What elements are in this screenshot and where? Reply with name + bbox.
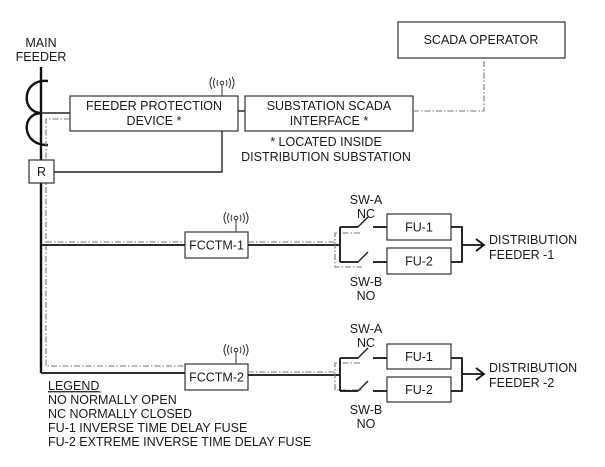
branch1-output-label-line2: FEEDER -1 (489, 248, 554, 262)
branch1-fu1-label: FU-1 (405, 221, 433, 235)
current-transformer-upper (25, 79, 49, 115)
legend-item: NC NORMALLY CLOSED (48, 407, 192, 421)
fcctm1-box[interactable] (184, 231, 249, 259)
branch2-sw-a-blade[interactable] (357, 347, 369, 359)
scada-operator-box[interactable] (397, 21, 566, 59)
antenna-icon (223, 343, 249, 364)
branch2-sw-a-state: NC (357, 336, 375, 350)
branch2-sw-b-blade[interactable] (357, 380, 369, 392)
feeder-protection-device-label-line1: FEEDER PROTECTION (86, 99, 222, 113)
legend-title: LEGEND (48, 379, 99, 393)
legend-item: FU-1 INVERSE TIME DELAY FUSE (48, 421, 247, 435)
branch1-sw-b-blade[interactable] (357, 251, 369, 263)
fcctm2-box[interactable] (184, 363, 249, 391)
branch1-arrow-icon (475, 238, 486, 252)
branch1-sw-a-label: SW-A (350, 193, 383, 207)
substation-scada-interface-label-line1: SUBSTATION SCADA (267, 99, 392, 113)
branch2-sw-b-label: SW-B (350, 403, 382, 417)
branch1-output-bus (451, 226, 463, 263)
relay-label: R (37, 165, 46, 179)
main-feeder-label-line2: FEEDER (16, 50, 67, 64)
relay-to-fpd-line (54, 131, 223, 173)
scada-comm-line (413, 58, 485, 112)
branch2-switch-comm-loop (334, 362, 362, 391)
branch2-sw-b-state: NO (357, 417, 376, 431)
branch1-switch-comm-loop (334, 232, 362, 268)
branch2-fu2-box[interactable] (386, 376, 452, 403)
branch2-output-bus (451, 357, 463, 392)
branch1-sw-a-state: NC (357, 207, 375, 221)
current-transformer-lower (25, 111, 49, 147)
feeder-protection-device-label-line2: DEVICE * (127, 114, 182, 128)
branch2-sw-a-label: SW-A (350, 322, 383, 336)
branch2-output-label-line1: DISTRIBUTION (489, 361, 577, 375)
branch1-output-label-line1: DISTRIBUTION (489, 233, 577, 247)
antenna-icon (223, 211, 249, 232)
substation-scada-interface-label-line2: INTERFACE * (290, 114, 369, 128)
branch1-fu2-label: FU-2 (405, 255, 433, 269)
legend-item: FU-2 EXTREME INVERSE TIME DELAY FUSE (48, 435, 311, 449)
branch2-output-label-line2: FEEDER -2 (489, 376, 554, 390)
branch1-fu2-box[interactable] (386, 247, 452, 275)
legend-item: NO NORMALLY OPEN (48, 393, 177, 407)
main-feeder-label-line1: MAIN (25, 36, 56, 50)
feeder-protection-device-box[interactable] (69, 95, 239, 132)
location-note-line1: * LOCATED INSIDE (270, 135, 382, 149)
branch1-sw-b-state: NO (357, 289, 376, 303)
branch1-sw-b-label: SW-B (350, 275, 382, 289)
branch2-fu1-label: FU-1 (405, 350, 433, 364)
antenna-icon (209, 76, 235, 96)
scada-operator-label: SCADA OPERATOR (424, 33, 539, 47)
location-note-line2: DISTRIBUTION SUBSTATION (241, 150, 411, 164)
branch1-sw-a-blade[interactable] (357, 216, 369, 228)
branch2-arrow-icon (475, 367, 486, 381)
fcctm1-label: FCCTM-1 (189, 239, 244, 253)
substation-scada-interface-box[interactable] (244, 95, 414, 132)
branch2-fu2-label: FU-2 (405, 383, 433, 397)
branch2-fu1-box[interactable] (386, 343, 452, 370)
fcctm2-label: FCCTM-2 (189, 371, 244, 385)
